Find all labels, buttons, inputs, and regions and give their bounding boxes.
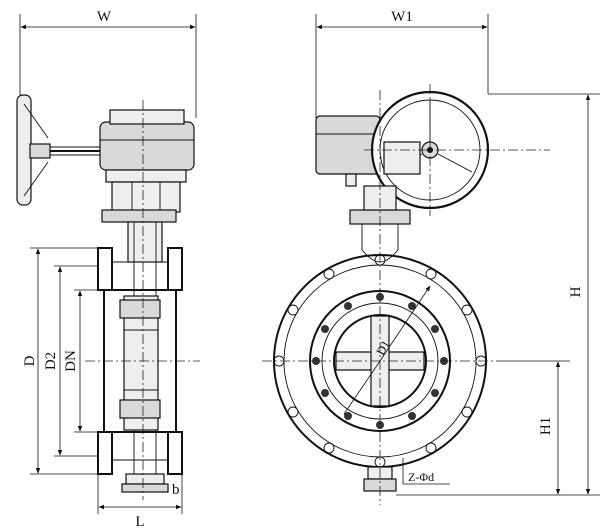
dim-h: H	[396, 93, 600, 496]
label-d2: D2	[43, 352, 59, 370]
label-b: b	[172, 482, 180, 498]
dim-d2: D2	[43, 265, 98, 457]
label-h: H	[568, 286, 584, 297]
side-view: W	[16, 9, 200, 530]
dim-z-phi-d: Z-Φd	[402, 458, 450, 485]
label-w: W	[97, 9, 112, 25]
label-d: D	[22, 355, 38, 366]
label-dn: DN	[63, 350, 79, 372]
front-view: W1	[262, 9, 600, 505]
dim-w1: W1	[315, 9, 489, 118]
dim-d1: D1	[343, 285, 431, 415]
dim-d: D	[22, 247, 98, 475]
label-z-phi-d: Z-Φd	[408, 470, 434, 484]
dim-w: W	[19, 9, 197, 118]
gearbox-side	[99, 109, 195, 223]
dim-h1: H1	[500, 360, 570, 495]
label-d1: D1	[373, 338, 392, 358]
dim-l: L	[97, 474, 183, 530]
dim-dn: DN	[63, 289, 104, 433]
label-l: L	[135, 514, 144, 530]
handwheel-side	[16, 94, 100, 206]
valve-body-side	[97, 247, 183, 493]
stem-side	[127, 221, 163, 480]
label-h1: H1	[538, 417, 554, 435]
label-w1: W1	[391, 9, 413, 25]
